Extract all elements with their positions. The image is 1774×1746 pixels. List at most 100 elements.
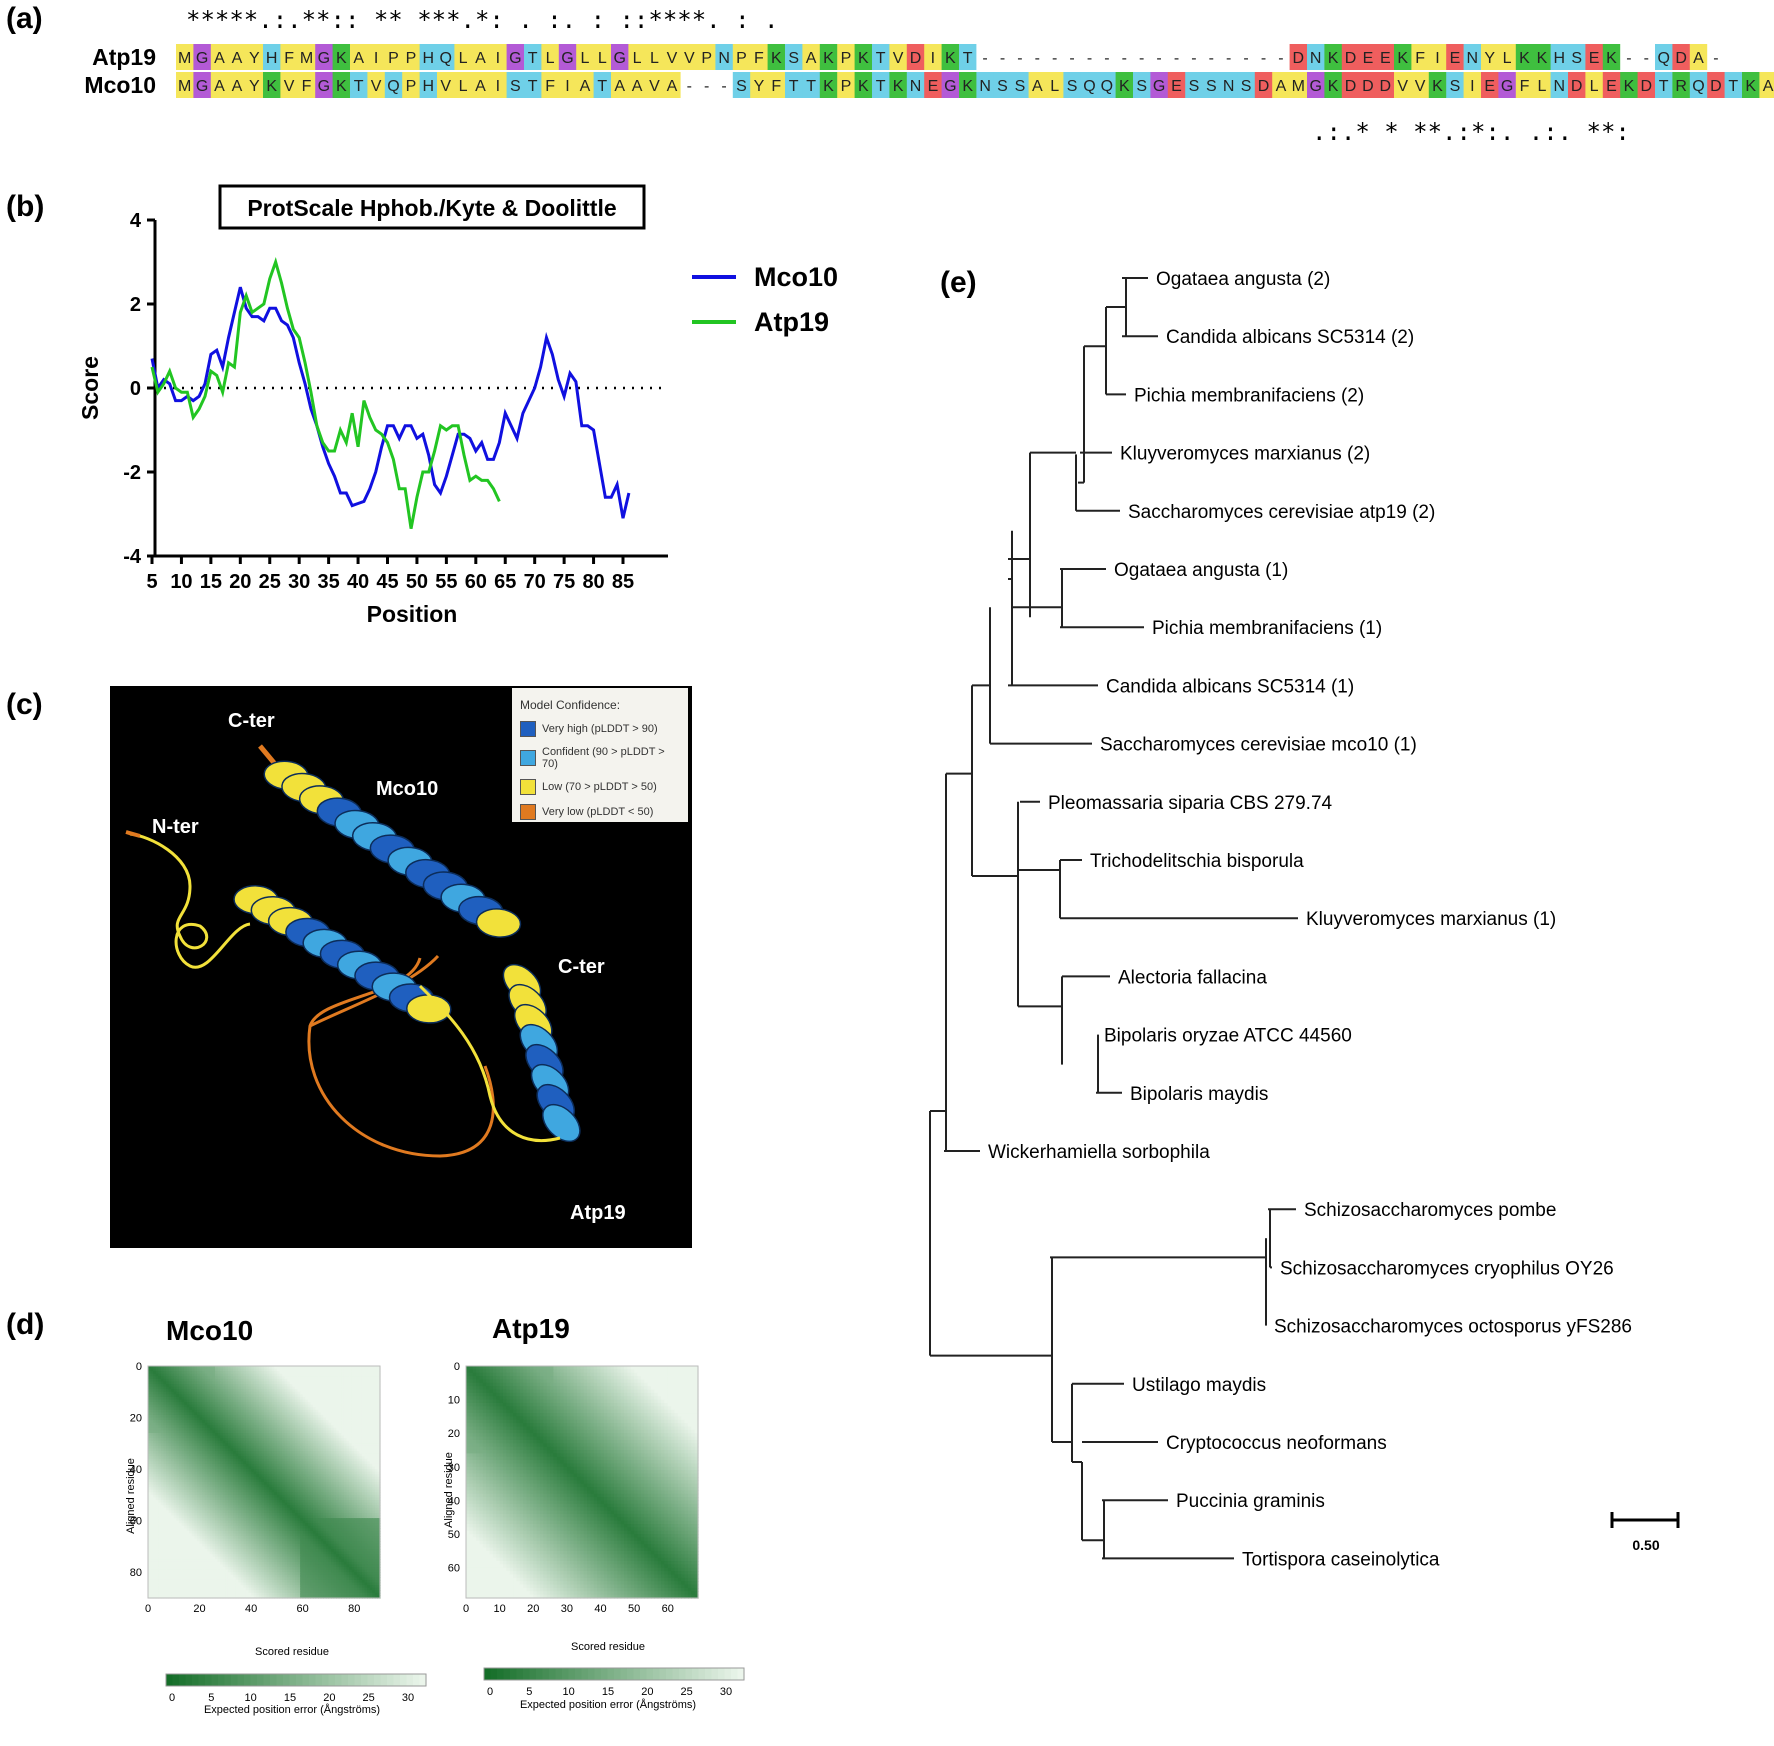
pae-cell (346, 1453, 350, 1457)
pae-cell (238, 1433, 242, 1437)
residue-cell (1080, 72, 1099, 98)
pae-cell (356, 1458, 360, 1462)
pae-cell (305, 1443, 309, 1447)
pae-cell (204, 1463, 208, 1468)
pae-cell (361, 1394, 366, 1398)
pae-cell (320, 1445, 324, 1450)
pae-cell (300, 1445, 304, 1450)
pae-cell (343, 1430, 348, 1434)
pae-cell (235, 1433, 239, 1437)
pae-cell (245, 1412, 250, 1416)
pae-cell (302, 1384, 306, 1388)
pae-cell (282, 1440, 286, 1444)
pae-cell (287, 1384, 291, 1388)
pae-cell (333, 1448, 337, 1452)
pae-cell (338, 1386, 342, 1390)
residue-cell (611, 72, 629, 98)
pae-cell (212, 1412, 216, 1416)
pae-cell (150, 1378, 154, 1383)
pae-cell (361, 1448, 366, 1452)
pae-cell (315, 1412, 319, 1416)
pae-cell (312, 1440, 317, 1444)
pae-cell (274, 1433, 278, 1437)
pae-cell (181, 1479, 185, 1483)
pae-cell (367, 1453, 371, 1457)
pae-cell (323, 1484, 327, 1488)
pae-cell (312, 1427, 317, 1432)
pae-cell (176, 1414, 180, 1419)
pae-cell (209, 1420, 214, 1424)
pae-cell (279, 1471, 283, 1475)
pae-cell (300, 1461, 304, 1465)
pae-cell (349, 1487, 353, 1491)
seq2-name: Mco10 (84, 72, 156, 98)
pae-cell (354, 1371, 358, 1375)
pae-cell (297, 1466, 301, 1470)
pae-cell (282, 1389, 286, 1393)
pae-cell (245, 1376, 250, 1380)
pae-cell (184, 1376, 188, 1380)
pae-cell (153, 1448, 157, 1452)
pae-cell (307, 1482, 311, 1486)
pae-cell (166, 1420, 170, 1424)
pae-cell (269, 1373, 273, 1377)
pae-cell (292, 1366, 296, 1370)
pae-cell (155, 1417, 159, 1421)
pae-cell (271, 1451, 275, 1455)
pae-cell (166, 1381, 170, 1385)
pae-cell (153, 1435, 157, 1439)
pae-cell (261, 1427, 265, 1432)
pae-cell (217, 1422, 221, 1426)
pae-cell (323, 1384, 327, 1388)
pae-cell (173, 1420, 177, 1424)
pae-cell (220, 1463, 224, 1468)
pae-cell (364, 1376, 368, 1380)
pae-cell (356, 1476, 360, 1481)
pae-cell (343, 1420, 348, 1424)
pae-cell (186, 1469, 190, 1473)
residue-cell (889, 72, 908, 98)
pae-cell (264, 1422, 268, 1426)
pae-cell (222, 1433, 226, 1437)
pae-cell (333, 1420, 337, 1424)
pae-cell (230, 1396, 234, 1401)
pae-cell (186, 1453, 190, 1457)
pae-cell (176, 1378, 180, 1383)
residue-cell (1115, 72, 1134, 98)
pae-cell (359, 1474, 363, 1478)
residue-letter: - (1174, 50, 1179, 67)
pae-cell (374, 1469, 379, 1473)
pae-cell (289, 1414, 293, 1419)
pae-cell (318, 1386, 322, 1390)
pae-cell (238, 1435, 242, 1439)
pae-cell (243, 1445, 247, 1450)
pae-cell (178, 1445, 183, 1450)
pae-cell (204, 1456, 208, 1460)
pae-cell (230, 1492, 234, 1496)
pae-cell (209, 1381, 214, 1385)
pae-cell (215, 1396, 219, 1401)
pae-cell (377, 1399, 381, 1403)
pae-cell (292, 1474, 296, 1478)
pae-cell (279, 1376, 283, 1380)
pae-cell (312, 1417, 317, 1421)
pae-cell (266, 1384, 270, 1388)
residue-letter: L (1503, 50, 1512, 67)
pae-cell (171, 1448, 175, 1452)
pae-cell (245, 1438, 250, 1442)
pae-cell (253, 1376, 257, 1380)
pae-cell (173, 1417, 177, 1421)
pae-cell (166, 1443, 170, 1447)
pae-cell (225, 1476, 229, 1481)
pae-cell (178, 1453, 183, 1457)
pae-cell (153, 1404, 157, 1408)
pae-cell (305, 1402, 309, 1406)
residue-cell (1202, 44, 1221, 70)
pae-cell (328, 1469, 332, 1473)
pae-cell (227, 1471, 232, 1475)
pae-cell (253, 1463, 257, 1468)
pae-cell (374, 1471, 379, 1475)
pae-cell (341, 1461, 345, 1465)
pae-cell (163, 1427, 167, 1432)
pae-cell (292, 1489, 296, 1493)
